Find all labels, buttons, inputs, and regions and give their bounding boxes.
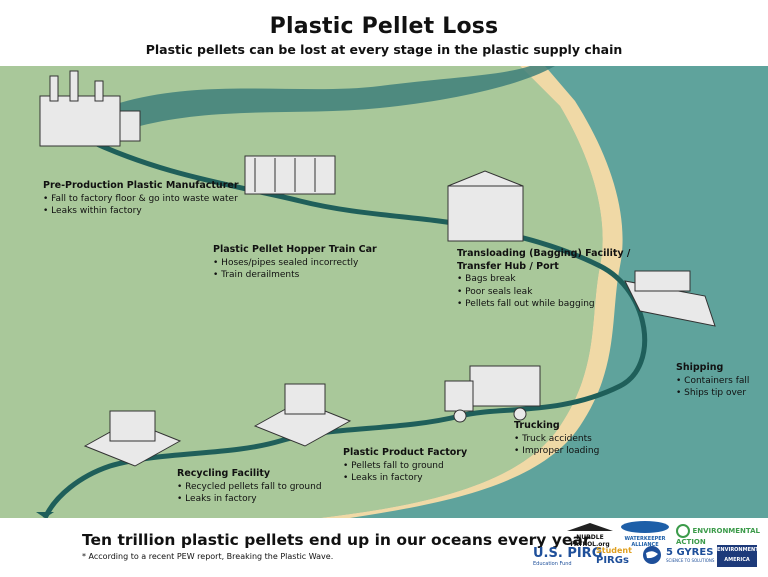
- footer-headline: Ten trillion plastic pellets end up in o…: [82, 531, 591, 549]
- environmental-action-logo: ENVIRONMENTAL ACTION: [676, 524, 761, 546]
- river: [110, 66, 555, 126]
- stage-bullet: Bags break: [457, 273, 630, 286]
- stage-product-factory: Plastic Product Factory Pellets fall to …: [343, 447, 467, 485]
- stage-manufacturer: Pre-Production Plastic Manufacturer Fall…: [43, 180, 239, 218]
- stage-title: Transloading (Bagging) Facility /: [457, 248, 631, 259]
- stage-title: Plastic Pellet Hopper Train Car: [213, 244, 377, 255]
- stage-bullet: Fall to factory floor & go into waste wa…: [43, 193, 239, 206]
- stage-title: Shipping: [676, 362, 724, 373]
- recycling-facility-illustration: [83, 410, 182, 467]
- stage-bullet: Recycled pellets fall to ground: [177, 481, 321, 494]
- stage-bullet: Ships tip over: [676, 387, 749, 400]
- stage-trucking: Trucking Truck accidents Improper loadin…: [514, 420, 599, 458]
- stage-bullet: Train derailments: [213, 269, 377, 282]
- fish-icon: [621, 521, 669, 533]
- stage-bullet: Truck accidents: [514, 433, 599, 446]
- stage-bullet: Poor seals leak: [457, 286, 630, 299]
- stage-title: Plastic Product Factory: [343, 447, 468, 458]
- stage-bullet: Improper loading: [514, 445, 599, 458]
- uspirg-logo: U.S. PIRG Education Fund: [533, 546, 603, 567]
- stage-bullet: Leaks in factory: [177, 493, 322, 506]
- 5gyres-logo: 5 GYRES SCIENCE TO SOLUTIONS: [666, 547, 715, 563]
- nurdle-icon: [567, 523, 613, 531]
- stage-bullet: Hoses/pipes sealed incorrectly: [213, 257, 377, 270]
- page-title: Plastic Pellet Loss: [269, 14, 499, 39]
- footer-note: * According to a recent PEW report, Brea…: [82, 552, 334, 561]
- environment-america-logo: ENVIRONMENT AMERICA: [717, 545, 759, 567]
- truck-illustration: [444, 365, 541, 423]
- student-pirgs-logo: Student PIRGs: [596, 546, 632, 566]
- transloading-illustration: [447, 170, 524, 242]
- stage-title-line2: Transfer Hub / Port: [457, 260, 559, 272]
- stage-bullet: Leaks within factory: [43, 205, 239, 218]
- ocean-area: [320, 66, 768, 518]
- manufacturer-illustration: [39, 70, 141, 147]
- product-factory-illustration: [253, 383, 352, 447]
- supply-chain-map: [0, 66, 768, 518]
- stage-bullet: Pellets fall out while bagging: [457, 298, 630, 311]
- waterkeeper-logo: WATERKEEPER ALLIANCE: [615, 520, 675, 548]
- stage-train-car: Plastic Pellet Hopper Train Car Hoses/pi…: [213, 244, 377, 282]
- stage-bullet: Pellets fall to ground: [343, 460, 467, 473]
- stage-recycling: Recycling Facility Recycled pellets fall…: [177, 468, 322, 506]
- globe-icon: [642, 545, 662, 567]
- stage-bullet: Containers fall: [676, 375, 749, 388]
- stage-title: Trucking: [514, 420, 560, 431]
- page-subtitle: Plastic pellets can be lost at every sta…: [145, 42, 623, 57]
- train-car-illustration: [244, 155, 336, 195]
- stage-bullet: Leaks in factory: [343, 472, 467, 485]
- route-line: [42, 133, 648, 518]
- stage-transloading: Transloading (Bagging) Facility / Transf…: [457, 248, 630, 311]
- stage-title: Pre-Production Plastic Manufacturer: [43, 180, 239, 191]
- ship-illustration: [624, 270, 716, 327]
- stage-title: Recycling Facility: [177, 468, 271, 479]
- nurdle-patrol-logo: NURDLE PATROL.org: [560, 522, 620, 548]
- leaf-icon: [676, 524, 690, 538]
- stage-shipping: Shipping Containers fall Ships tip over: [676, 362, 749, 400]
- route-arrowhead: [36, 512, 54, 518]
